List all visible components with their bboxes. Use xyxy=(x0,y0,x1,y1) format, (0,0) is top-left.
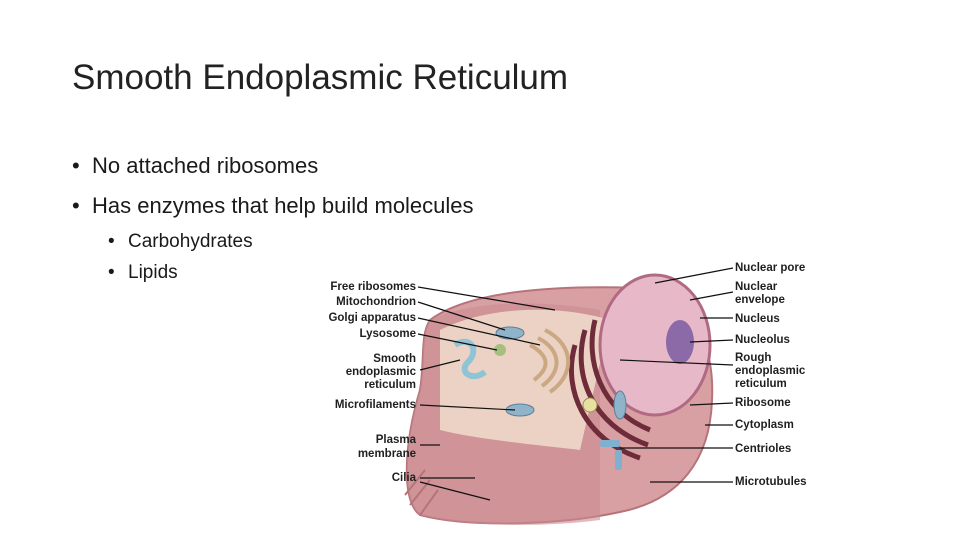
cell-illustration xyxy=(404,273,714,525)
mitochondrion-shape xyxy=(613,390,627,420)
sub-bullet-text: Carbohydrates xyxy=(128,231,253,252)
slide-title: Smooth Endoplasmic Reticulum xyxy=(72,58,569,97)
mitochondrion-shape xyxy=(495,326,525,340)
label-plasma-line2: membrane xyxy=(358,448,416,460)
smooth-er-shape xyxy=(453,338,487,380)
label-microtubules: Microtubules xyxy=(735,476,807,488)
label-free-ribosomes: Free ribosomes xyxy=(330,281,416,293)
bullet-item: No attached ribosomes xyxy=(72,146,474,186)
sub-bullet-text: Lipids xyxy=(128,262,178,283)
label-nuclear-pore: Nuclear pore xyxy=(735,262,805,274)
animal-cell-diagram: Free ribosomes Mitochondrion Golgi appar… xyxy=(328,262,807,525)
lysosome-shape xyxy=(494,344,506,356)
label-rough-er-line2: endoplasmic xyxy=(735,365,806,377)
right-labels: Nuclear pore Nuclear envelope Nucleus Nu… xyxy=(735,262,807,488)
label-nucleolus: Nucleolus xyxy=(735,334,790,346)
bullet-text: No attached ribosomes xyxy=(92,153,319,178)
label-smooth-er-line3: reticulum xyxy=(364,379,416,391)
bullet-list: No attached ribosomes Has enzymes that h… xyxy=(72,146,474,288)
label-nuclear-envelope-line2: envelope xyxy=(735,294,785,306)
label-nucleus: Nucleus xyxy=(735,313,780,325)
label-cilia: Cilia xyxy=(392,472,417,484)
sub-bullet-list: Carbohydrates Lipids xyxy=(72,226,474,288)
sub-bullet-item: Lipids xyxy=(108,257,474,288)
label-cytoplasm: Cytoplasm xyxy=(735,419,794,431)
label-mitochondrion: Mitochondrion xyxy=(336,296,416,308)
label-rough-er-line1: Rough xyxy=(735,352,771,364)
centrioles-shape xyxy=(600,440,622,470)
rough-er-shape xyxy=(569,319,651,461)
bullet-text: Has enzymes that help build molecules xyxy=(92,193,474,218)
vesicle-shape xyxy=(582,397,598,413)
label-golgi-apparatus: Golgi apparatus xyxy=(328,312,416,324)
golgi-shape xyxy=(528,328,571,394)
nucleolus-shape xyxy=(666,320,694,364)
label-plasma-line1: Plasma xyxy=(376,434,417,446)
label-microfilaments: Microfilaments xyxy=(335,399,416,411)
label-smooth-er-line2: endoplasmic xyxy=(346,366,417,378)
left-leader-lines xyxy=(417,286,556,501)
label-smooth-er-line1: Smooth xyxy=(373,353,416,365)
bullet-item: Has enzymes that help build molecules Ca… xyxy=(72,186,474,288)
right-leader-lines xyxy=(619,267,734,483)
sub-bullet-item: Carbohydrates xyxy=(108,226,474,257)
left-labels: Free ribosomes Mitochondrion Golgi appar… xyxy=(328,281,416,484)
nucleus-shape xyxy=(598,273,712,417)
label-lysosome: Lysosome xyxy=(360,328,416,340)
label-nuclear-envelope-line1: Nuclear xyxy=(735,281,778,293)
label-ribosome: Ribosome xyxy=(735,397,791,409)
label-rough-er-line3: reticulum xyxy=(735,378,787,390)
label-centrioles: Centrioles xyxy=(735,443,791,455)
cytoplasm-cutaway xyxy=(440,309,610,450)
